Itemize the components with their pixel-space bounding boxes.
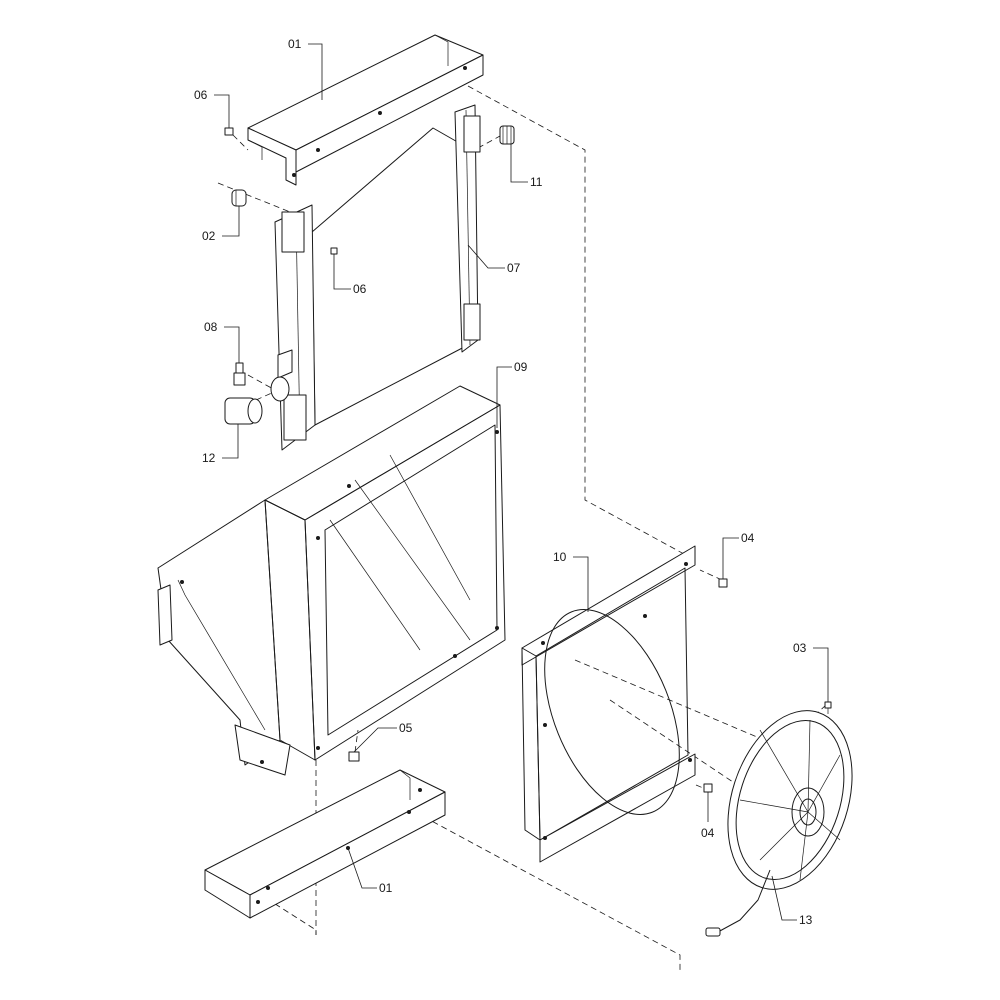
nut-06-mid [330,247,338,255]
svg-text:01: 01 [379,881,393,895]
fan-mounting-plate [521,545,696,863]
bottom-mounting-channel [204,769,446,919]
callout-fitting-02: 02 [202,206,240,243]
svg-text:01: 01 [288,37,302,51]
svg-text:04: 04 [741,531,755,545]
svg-text:09: 09 [514,360,528,374]
callout-cap-11: 11 [510,144,543,189]
svg-text:07: 07 [507,261,521,275]
electric-fan [705,710,853,937]
nut-04-upper [718,578,728,588]
svg-text:04: 04 [701,826,715,840]
callout-top-channel: 01 [288,37,323,100]
cap-fitting [499,125,515,145]
radiator-core [274,104,481,451]
nut-05 [348,751,360,762]
svg-text:06: 06 [194,88,208,102]
callout-nut-04-upper: 04 [722,531,755,579]
callout-plug-12: 12 [202,424,239,465]
svg-text:03: 03 [793,641,807,655]
callout-shroud-09: 09 [496,360,528,428]
plug-12 [224,376,290,425]
svg-text:13: 13 [799,913,813,927]
callout-nipple-08: 08 [204,320,240,363]
callout-bottom-channel: 01 [347,847,393,895]
callout-fan-13: 13 [771,875,813,927]
svg-text:11: 11 [530,175,543,189]
callout-fan-plate-10: 10 [553,550,589,612]
svg-text:10: 10 [553,550,567,564]
screw-03 [824,701,832,714]
callout-nut-05: 05 [353,721,413,753]
svg-text:05: 05 [399,721,413,735]
callout-screw-03: 03 [793,641,829,702]
nut-04-lower [703,783,713,793]
callout-nut-04-lower: 04 [701,792,715,840]
callout-radiator-07: 07 [467,244,521,275]
radiator-shroud [157,385,506,776]
svg-text:06: 06 [353,282,367,296]
nut-06-top [224,127,234,136]
top-mounting-channel [247,34,484,186]
callout-nut-06-top: 06 [194,88,230,128]
fitting-02 [231,189,247,207]
nipple-08 [233,362,246,386]
svg-text:02: 02 [202,229,216,243]
svg-text:12: 12 [202,451,216,465]
svg-text:08: 08 [204,320,218,334]
callout-nut-06-mid: 06 [333,254,367,296]
